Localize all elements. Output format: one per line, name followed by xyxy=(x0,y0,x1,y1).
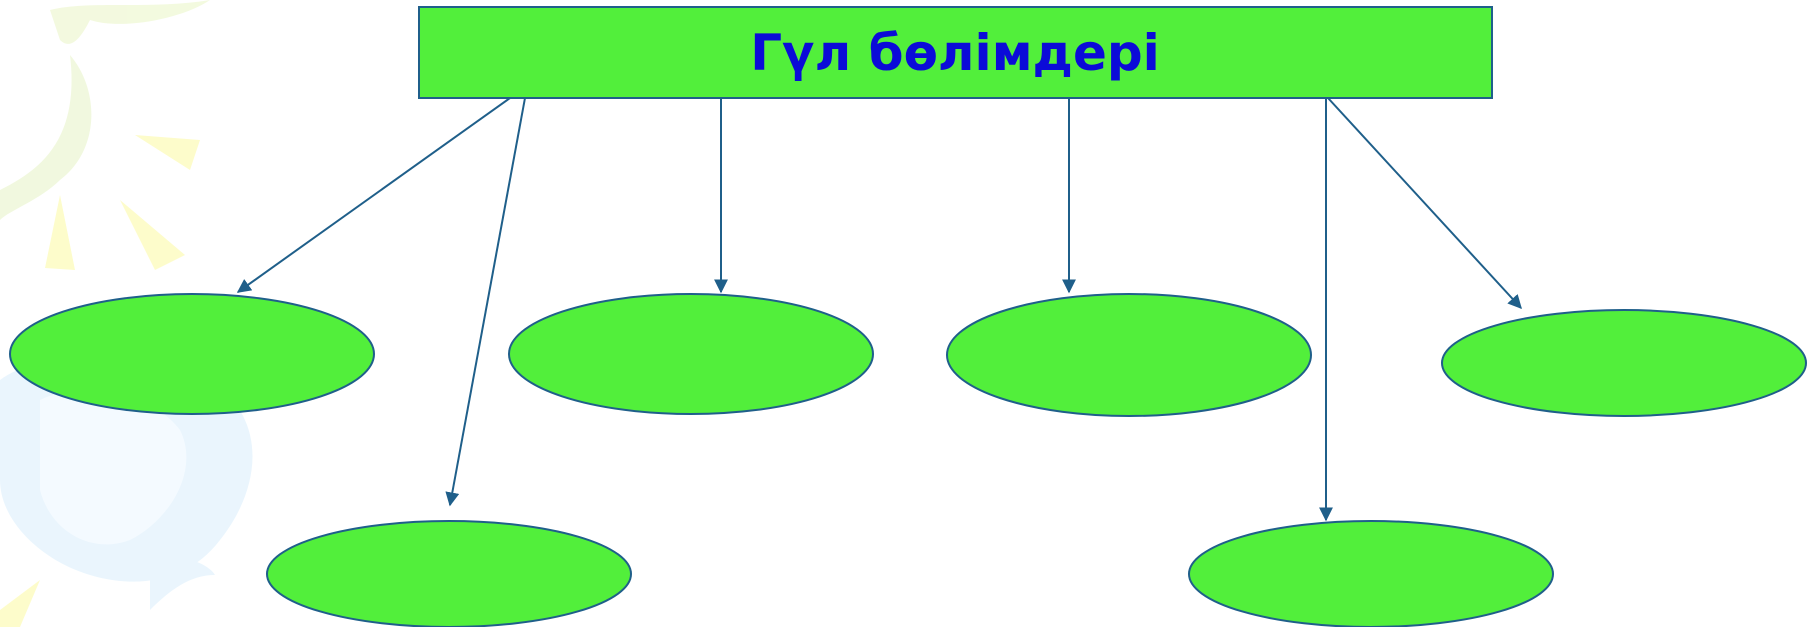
node-5 xyxy=(266,520,632,627)
arrow-to-node-4 xyxy=(1327,97,1522,310)
title-box xyxy=(418,6,1493,99)
node-1-shape xyxy=(9,293,375,415)
node-6 xyxy=(1188,520,1554,627)
node-1 xyxy=(9,293,375,415)
node-6-shape xyxy=(1188,520,1554,627)
node-4 xyxy=(1441,309,1807,417)
arrow-to-node-5 xyxy=(445,97,526,507)
arrow-to-node-1 xyxy=(236,97,511,293)
node-3 xyxy=(946,293,1312,417)
diagram-title: Гүл бөлімдері xyxy=(750,24,1160,82)
node-4-shape xyxy=(1441,309,1807,417)
node-2 xyxy=(508,293,874,415)
node-5-shape xyxy=(266,520,632,627)
node-3-shape xyxy=(946,293,1312,417)
connector-arrows xyxy=(236,97,1522,522)
node-2-shape xyxy=(508,293,874,415)
